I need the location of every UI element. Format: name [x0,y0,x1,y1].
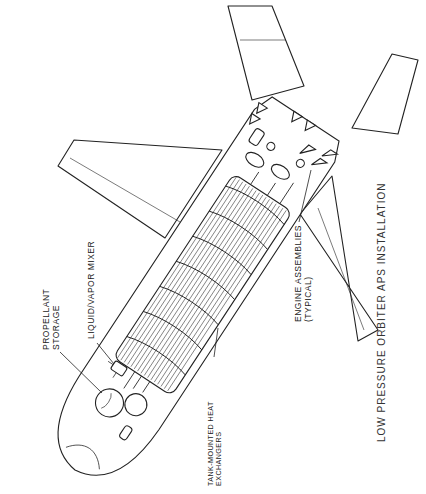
aft-tank [269,161,292,182]
exchanger-tube [131,186,250,367]
heat-exchanger-tank [113,174,292,396]
exchanger-tube [148,197,267,378]
leader-line [299,170,311,222]
tail-line [240,40,286,41]
small-tank [119,425,133,441]
feed-lines [124,372,150,399]
exchanger-tube [118,177,237,358]
exchanger-tube [161,206,280,387]
exchanger-tube [138,191,257,372]
wing-line [318,208,364,330]
exchanger-tube [124,182,243,363]
aft-tank [243,149,266,170]
callout-label: ENGINE ASSEMBLIES (TYPICAL) [294,222,314,322]
exchanger-tube [151,199,270,380]
exchanger-ring [226,182,287,224]
callout-label: TANK-MOUNTED HEAT EXCHANGERS [207,346,224,486]
fuselage-outline [35,93,346,494]
wing-line [70,158,180,222]
callout-label: PROPELLANT STORAGE [42,280,62,350]
propellant-sphere [90,384,129,423]
caption: LOW PRESSURE ORBITER APS INSTALLATION [376,183,388,442]
leader-line [97,343,114,364]
vertical-tail [228,6,304,100]
exchanger-tube [141,193,260,374]
exchanger-ring [176,258,237,300]
exchanger-tube [158,204,277,385]
exchanger-ring [193,232,254,274]
engine-assemblies [240,93,344,183]
callout-label: LIQUID/VAPOR MIXER [87,219,97,339]
exchanger-ring [143,308,204,350]
leader-line [60,352,102,393]
leader-line [214,328,218,357]
exchanger-ring [209,207,270,249]
exchanger-tube [144,195,263,376]
aft-tank [248,128,265,147]
exchanger-tube [128,184,247,365]
propellant-sphere [121,389,151,419]
right-fin [352,54,418,134]
cockpit-line [66,437,106,469]
exchanger-tube [121,180,240,361]
exchanger-tube [154,202,273,383]
exchanger-ring [160,283,221,325]
exchanger-ring [127,333,188,375]
exchanger-tube [164,208,283,389]
exchanger-tube [168,210,287,391]
exchanger-tube [134,188,253,369]
